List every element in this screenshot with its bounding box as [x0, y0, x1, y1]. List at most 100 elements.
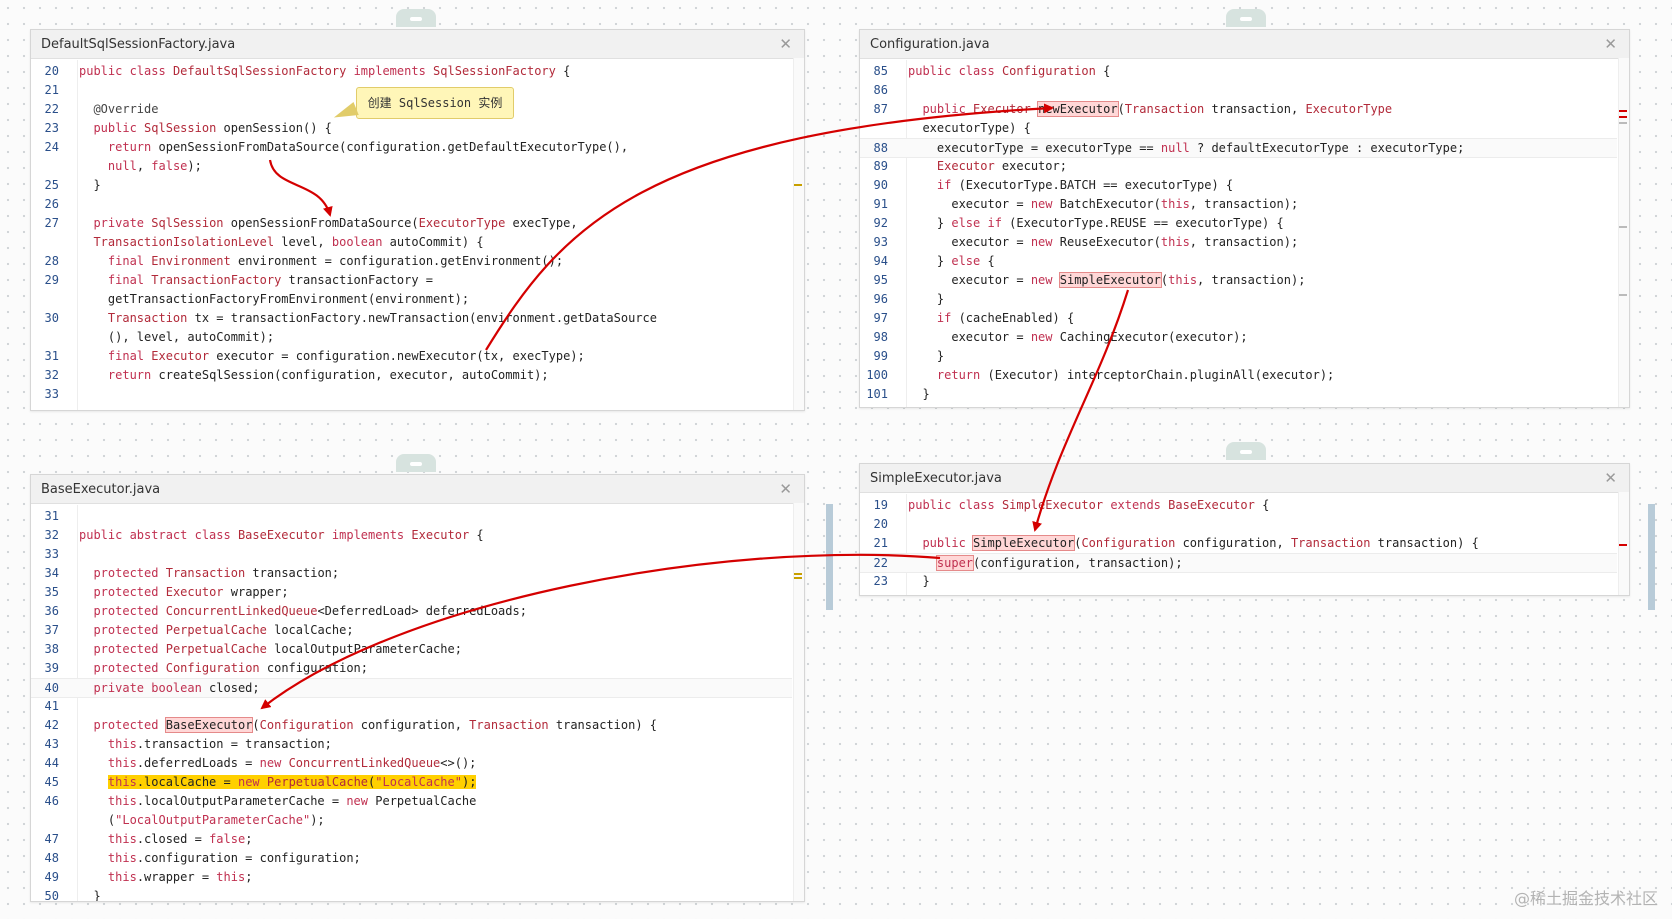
resize-handle[interactable] [1648, 504, 1655, 610]
code-line[interactable]: 31 final Executor executor = configurati… [31, 347, 792, 365]
code-line[interactable]: 22 super(configuration, transaction); [860, 553, 1617, 573]
line-number: 24 [44, 140, 59, 154]
code-line[interactable]: 47 this.closed = false; [31, 830, 792, 848]
code-line[interactable]: 44 this.deferredLoads = new ConcurrentLi… [31, 754, 792, 772]
code-line[interactable]: 22 @Override [31, 100, 792, 118]
line-number: 20 [44, 64, 59, 78]
close-icon[interactable]: ✕ [1604, 36, 1617, 53]
line-number: 24 [860, 591, 888, 595]
code-line[interactable]: null, false); [31, 157, 792, 175]
line-number: 40 [44, 681, 59, 695]
line-number: 28 [44, 254, 59, 268]
code-line[interactable]: 33 [31, 385, 792, 403]
code-line[interactable]: 28 final Environment environment = confi… [31, 252, 792, 270]
code-text: final Environment environment = configur… [107, 254, 564, 268]
resize-handle[interactable] [826, 504, 833, 610]
code-line[interactable]: 27 private SqlSession openSessionFromDat… [31, 214, 792, 232]
code-line[interactable]: 88 executorType = executorType == null ?… [860, 138, 1617, 158]
code-line[interactable]: 86 [860, 81, 1617, 99]
scrollbar[interactable] [793, 503, 804, 901]
panel-grip[interactable] [396, 9, 436, 27]
code-line[interactable]: 34 protected Transaction transaction; [31, 564, 792, 582]
code-line[interactable]: 97 if (cacheEnabled) { [860, 309, 1617, 327]
code-line[interactable]: 45 this.localCache = new PerpetualCache(… [31, 773, 792, 791]
code-line[interactable]: 26 [31, 195, 792, 213]
code-line[interactable]: 36 protected ConcurrentLinkedQueue<Defer… [31, 602, 792, 620]
code-line[interactable]: 94 } else { [860, 252, 1617, 270]
code-line[interactable]: 40 private boolean closed; [31, 678, 792, 698]
code-line[interactable]: (), level, autoCommit); [31, 328, 792, 346]
code-line[interactable]: 101 } [860, 385, 1617, 403]
code-line[interactable]: 96 } [860, 290, 1617, 308]
code-line[interactable]: 21 public SimpleExecutor(Configuration c… [860, 534, 1617, 552]
close-icon[interactable]: ✕ [779, 36, 792, 53]
scrollbar[interactable] [1618, 492, 1629, 595]
code-line[interactable]: 42 protected BaseExecutor(Configuration … [31, 716, 792, 734]
code-line[interactable]: 98 executor = new CachingExecutor(execut… [860, 328, 1617, 346]
code-line[interactable]: 31 [31, 507, 792, 525]
code-line[interactable]: executorType) { [860, 119, 1617, 137]
code-line[interactable]: 99 } [860, 347, 1617, 365]
code-line[interactable]: 49 this.wrapper = this; [31, 868, 792, 886]
code-line[interactable]: 87 public Executor newExecutor(Transacti… [860, 100, 1617, 118]
code-line[interactable]: 37 protected PerpetualCache localCache; [31, 621, 792, 639]
code-line[interactable]: 95 executor = new SimpleExecutor(this, t… [860, 271, 1617, 289]
code-line[interactable]: 90 if (ExecutorType.BATCH == executorTyp… [860, 176, 1617, 194]
code-text: if (cacheEnabled) { [936, 311, 1075, 325]
code-text: executor = new ReuseExecutor(this, trans… [908, 235, 1299, 249]
code-line[interactable]: 91 executor = new BatchExecutor(this, tr… [860, 195, 1617, 213]
panel-grip[interactable] [1226, 442, 1266, 460]
code-line[interactable]: 89 Executor executor; [860, 157, 1617, 175]
code-line[interactable]: 25 } [31, 176, 792, 194]
code-line[interactable]: TransactionIsolationLevel level, boolean… [31, 233, 792, 251]
code-line[interactable]: 35 protected Executor wrapper; [31, 583, 792, 601]
line-number: 27 [44, 216, 59, 230]
close-icon[interactable]: ✕ [779, 481, 792, 498]
code-line[interactable]: 30 Transaction tx = transactionFactory.n… [31, 309, 792, 327]
code-line[interactable]: 21 [31, 81, 792, 99]
code-line[interactable]: 100 return (Executor) interceptorChain.p… [860, 366, 1617, 384]
code-line[interactable]: 92 } else if (ExecutorType.REUSE == exec… [860, 214, 1617, 232]
line-number: 39 [44, 661, 59, 675]
code-line[interactable]: 24 return openSessionFromDataSource(conf… [31, 138, 792, 156]
code-line[interactable]: 38 protected PerpetualCache localOutputP… [31, 640, 792, 658]
scrollbar[interactable] [1618, 58, 1629, 407]
scrollbar[interactable] [793, 58, 804, 410]
code-line[interactable]: 29 final TransactionFactory transactionF… [31, 271, 792, 289]
code-line[interactable]: 43 this.transaction = transaction; [31, 735, 792, 753]
close-icon[interactable]: ✕ [1604, 470, 1617, 487]
line-number: 33 [44, 547, 59, 561]
code-line[interactable]: 24 [860, 591, 1617, 595]
code-line[interactable]: 23 } [860, 572, 1617, 590]
panel-title: SimpleExecutor.java [870, 471, 1002, 486]
code-line[interactable]: 32 return createSqlSession(configuration… [31, 366, 792, 384]
code-line[interactable]: 93 executor = new ReuseExecutor(this, tr… [860, 233, 1617, 251]
code-line[interactable]: 20 [860, 515, 1617, 533]
code-line[interactable]: 33 [31, 545, 792, 563]
line-number: 43 [44, 737, 59, 751]
code-line[interactable]: 46 this.localOutputParameterCache = new … [31, 792, 792, 810]
code-line[interactable]: getTransactionFactoryFromEnvironment(env… [31, 290, 792, 308]
code-text: if (ExecutorType.BATCH == executorType) … [936, 178, 1234, 192]
panel-grip[interactable] [1226, 9, 1266, 27]
code-text: final TransactionFactory transactionFact… [107, 273, 434, 287]
code-line[interactable]: ("LocalOutputParameterCache"); [31, 811, 792, 829]
code-line[interactable]: 48 this.configuration = configuration; [31, 849, 792, 867]
panel-grip[interactable] [396, 454, 436, 472]
code-line[interactable]: 41 [31, 697, 792, 715]
panel-title: DefaultSqlSessionFactory.java [41, 37, 236, 52]
line-number: 32 [44, 528, 59, 542]
code-line[interactable]: 23 public SqlSession openSession() { [31, 119, 792, 137]
code-line[interactable]: 39 protected Configuration configuration… [31, 659, 792, 677]
line-number: 21 [873, 536, 888, 550]
code-line[interactable]: 50 } [31, 887, 792, 901]
code-text: @Override [93, 102, 159, 116]
